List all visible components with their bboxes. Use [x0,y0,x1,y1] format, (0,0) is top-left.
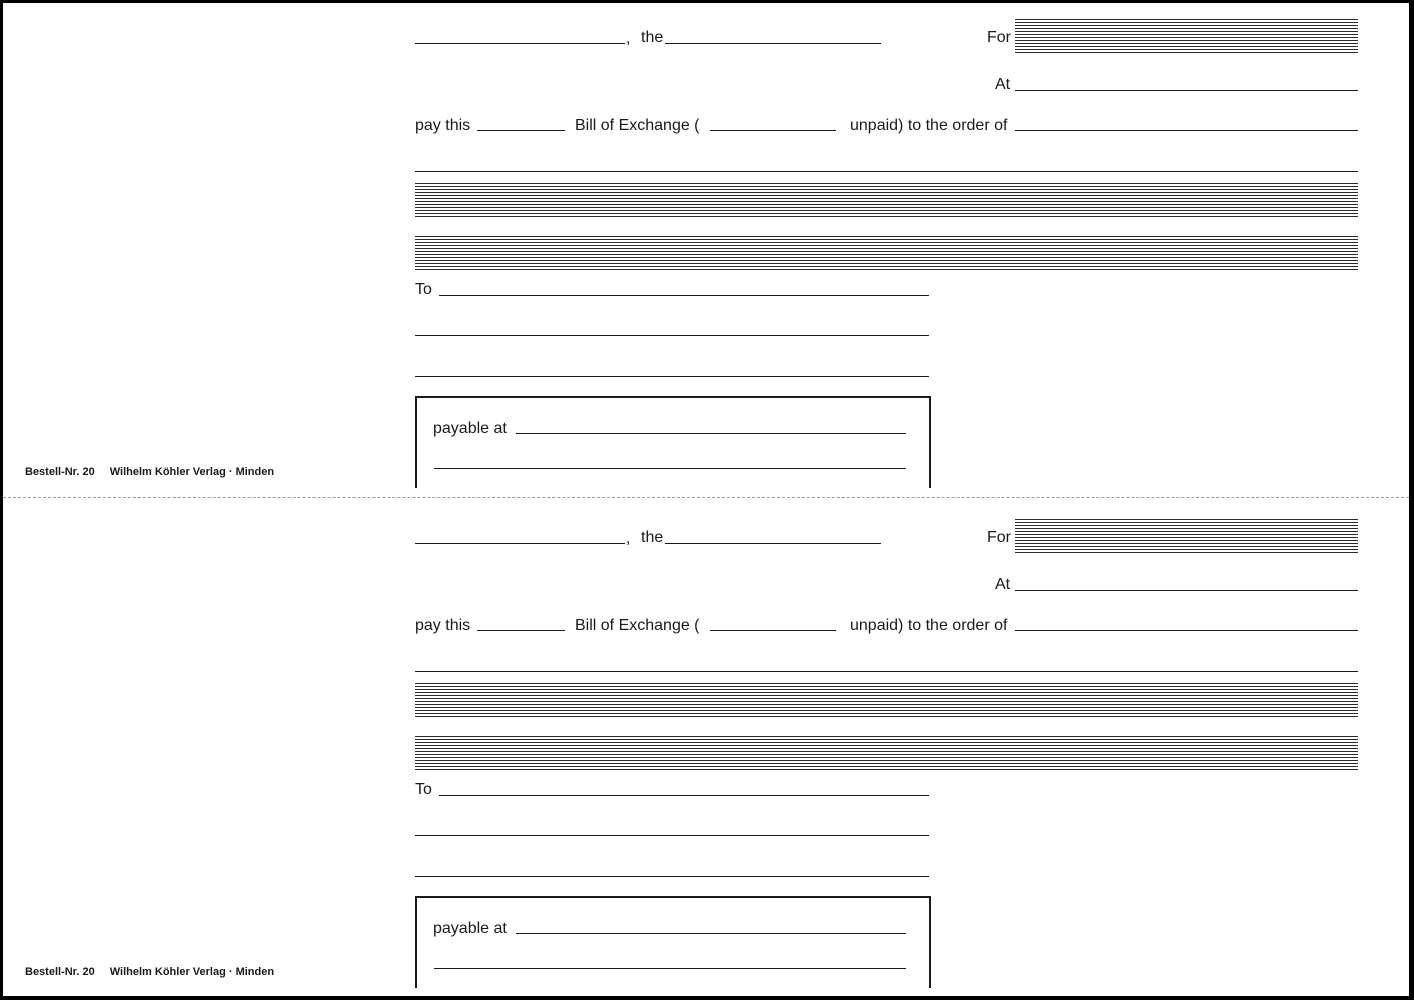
drawee-name-field[interactable] [439,295,929,296]
order-of-field[interactable] [1015,630,1358,631]
drawee-address-field[interactable] [415,335,929,336]
payee-field[interactable] [415,671,1358,672]
value-received-field[interactable] [415,236,1358,271]
the-label: the [641,529,664,546]
pay-this-label: pay this [415,117,471,134]
bill-of-exchange-label: Bill of Exchange ( [575,617,700,634]
payable-at-field[interactable] [516,433,906,434]
to-label: To [415,781,432,798]
bill-of-exchange-form-upper: , the For At pay this Bill of Exchange (… [3,3,1409,500]
cut-line [3,497,1409,498]
order-number: Bestell-Nr. 20 [25,466,95,478]
payable-at-field-2[interactable] [434,468,906,469]
drawee-city-field[interactable] [415,876,929,877]
unpaid-field[interactable] [710,630,836,631]
unpaid-field[interactable] [710,130,836,131]
pay-this-field[interactable] [477,130,565,131]
for-label: For [987,29,1011,46]
drawee-city-field[interactable] [415,376,929,377]
drawee-address-field[interactable] [415,835,929,836]
to-label: To [415,281,432,298]
unpaid-order-label: unpaid) to the order of [850,617,1008,634]
publisher-name: Wilhelm Köhler Verlag · Minden [109,966,275,978]
value-received-field[interactable] [415,736,1358,771]
payable-at-label: payable at [433,920,507,937]
payee-field[interactable] [415,171,1358,172]
amount-words-field[interactable] [415,183,1358,218]
comma-separator: , [626,530,631,547]
at-field[interactable] [1015,90,1358,91]
payable-at-label: payable at [433,420,507,437]
at-label: At [995,76,1011,93]
amount-words-field[interactable] [415,683,1358,718]
at-label: At [995,576,1011,593]
comma-separator: , [626,30,631,47]
payable-at-box [415,896,931,988]
date-field[interactable] [665,543,881,544]
payable-at-box [415,396,931,488]
payable-at-field[interactable] [516,933,906,934]
bill-of-exchange-form-lower: , the For At pay this Bill of Exchange (… [3,503,1409,996]
date-field[interactable] [665,43,881,44]
place-field[interactable] [415,43,625,44]
order-number: Bestell-Nr. 20 [25,966,95,978]
for-amount-field[interactable] [1015,519,1358,553]
place-field[interactable] [415,543,625,544]
payable-at-field-2[interactable] [434,968,906,969]
drawee-name-field[interactable] [439,795,929,796]
publisher-name: Wilhelm Köhler Verlag · Minden [109,466,275,478]
bill-of-exchange-sheet: , the For At pay this Bill of Exchange (… [3,3,1409,996]
publisher-imprint: Bestell-Nr. 20 Wilhelm Köhler Verlag · M… [25,966,274,978]
the-label: the [641,29,664,46]
pay-this-label: pay this [415,617,471,634]
for-label: For [987,529,1011,546]
order-of-field[interactable] [1015,130,1358,131]
pay-this-field[interactable] [477,630,565,631]
publisher-imprint: Bestell-Nr. 20 Wilhelm Köhler Verlag · M… [25,466,274,478]
bill-of-exchange-label: Bill of Exchange ( [575,117,700,134]
unpaid-order-label: unpaid) to the order of [850,117,1008,134]
at-field[interactable] [1015,590,1358,591]
for-amount-field[interactable] [1015,19,1358,53]
